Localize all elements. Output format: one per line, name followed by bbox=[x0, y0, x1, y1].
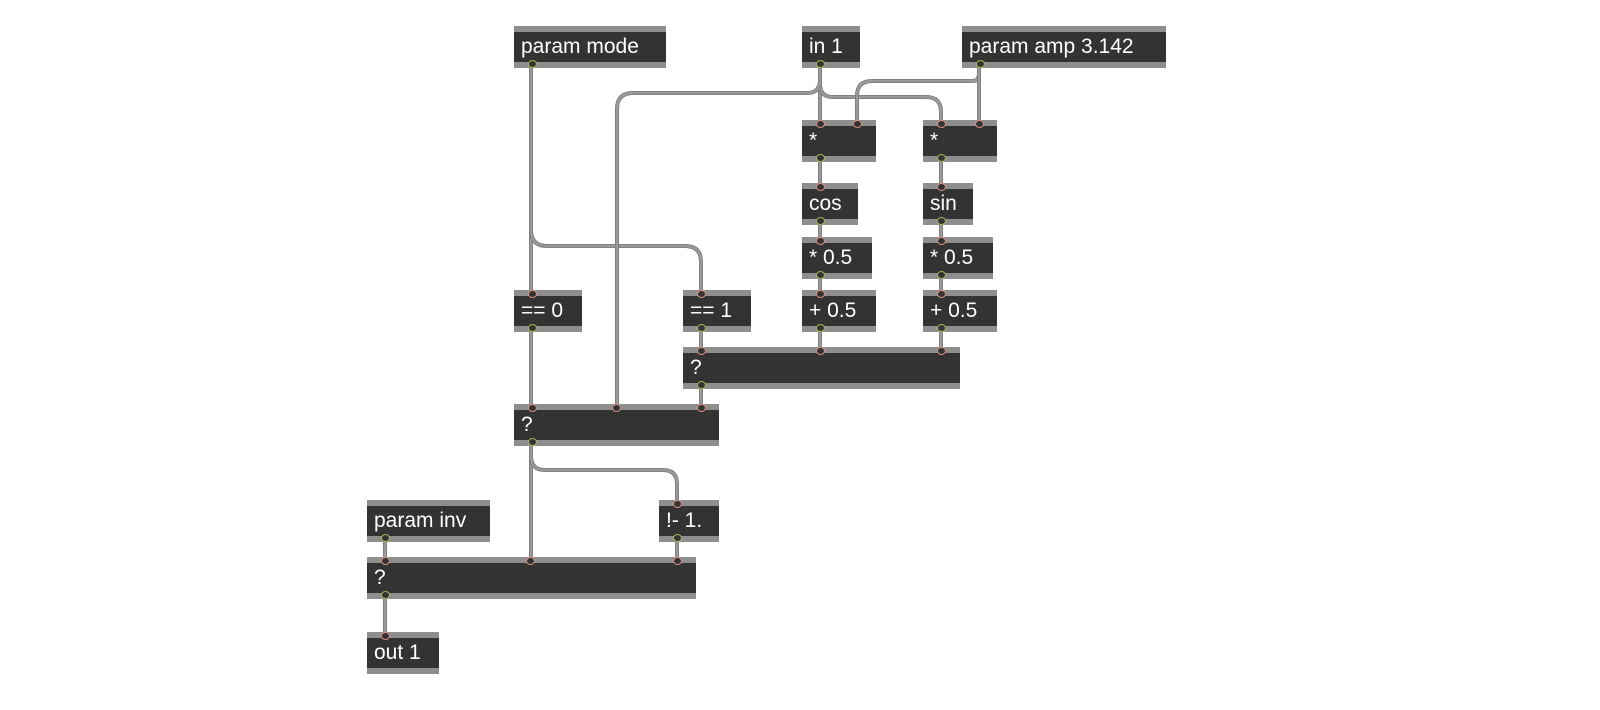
equals-one-object[interactable]: == 1 bbox=[683, 290, 751, 332]
object-text: * 0.5 bbox=[930, 246, 974, 269]
inlet[interactable] bbox=[381, 632, 390, 640]
object-text: out 1 bbox=[374, 641, 421, 664]
outlet[interactable] bbox=[381, 591, 390, 599]
object-text: in 1 bbox=[809, 35, 843, 58]
object-text: * bbox=[809, 129, 818, 152]
inlet-1[interactable] bbox=[381, 557, 390, 565]
cos-object[interactable]: cos bbox=[802, 183, 858, 225]
inlet[interactable] bbox=[697, 290, 706, 298]
inlet[interactable] bbox=[673, 500, 682, 508]
object-text: + 0.5 bbox=[930, 299, 978, 322]
in-1-object[interactable]: in 1 bbox=[802, 26, 860, 68]
select-inv-object[interactable]: ? bbox=[367, 557, 696, 599]
param-mode-object[interactable]: param mode bbox=[514, 26, 666, 68]
param-amp-object[interactable]: param amp 3.142 bbox=[962, 26, 1166, 68]
inlet[interactable] bbox=[937, 290, 946, 298]
inlet-1[interactable] bbox=[697, 347, 706, 355]
inlet-3[interactable] bbox=[673, 557, 682, 565]
multiply-object-sin[interactable]: * bbox=[923, 120, 997, 162]
inlet-right[interactable] bbox=[975, 120, 984, 128]
object-text: param amp 3.142 bbox=[969, 35, 1134, 58]
outlet[interactable] bbox=[697, 324, 706, 332]
inlet-right[interactable] bbox=[853, 120, 862, 128]
inlet-2[interactable] bbox=[612, 404, 621, 412]
patch-cord-highlight bbox=[529, 443, 679, 502]
outlet[interactable] bbox=[816, 271, 825, 279]
inlet[interactable] bbox=[816, 183, 825, 191]
outlet[interactable] bbox=[528, 60, 537, 68]
outlet[interactable] bbox=[528, 438, 537, 446]
outlet[interactable] bbox=[816, 324, 825, 332]
object-text: ? bbox=[374, 566, 386, 589]
outlet[interactable] bbox=[528, 324, 537, 332]
object-text: sin bbox=[930, 192, 957, 215]
object-text: + 0.5 bbox=[809, 299, 857, 322]
out-1-object[interactable]: out 1 bbox=[367, 632, 439, 674]
inlet[interactable] bbox=[937, 183, 946, 191]
inlet[interactable] bbox=[816, 237, 825, 245]
patch-cord[interactable] bbox=[529, 443, 679, 502]
inlet-left[interactable] bbox=[816, 120, 825, 128]
patch-cord-highlight bbox=[855, 65, 981, 122]
sin-offset-object[interactable]: + 0.5 bbox=[923, 290, 997, 332]
object-text: == 0 bbox=[521, 299, 564, 322]
outlet[interactable] bbox=[673, 534, 682, 542]
object-text: param mode bbox=[521, 35, 639, 58]
select-trig-object[interactable]: ? bbox=[683, 347, 960, 389]
object-text: !- 1. bbox=[666, 509, 703, 532]
inlet[interactable] bbox=[528, 290, 537, 298]
select-mode-object[interactable]: ? bbox=[514, 404, 719, 446]
outlet[interactable] bbox=[937, 154, 946, 162]
object-text: == 1 bbox=[690, 299, 733, 322]
outlet[interactable] bbox=[697, 381, 706, 389]
inlet-3[interactable] bbox=[937, 347, 946, 355]
inlet[interactable] bbox=[937, 237, 946, 245]
inlet-2[interactable] bbox=[816, 347, 825, 355]
inlet-1[interactable] bbox=[528, 404, 537, 412]
cos-offset-object[interactable]: + 0.5 bbox=[802, 290, 876, 332]
outlet[interactable] bbox=[937, 271, 946, 279]
invert-object[interactable]: !- 1. bbox=[659, 500, 719, 542]
inlet-left[interactable] bbox=[937, 120, 946, 128]
inlet-2[interactable] bbox=[526, 557, 535, 565]
cos-scale-object[interactable]: * 0.5 bbox=[802, 237, 872, 279]
outlet[interactable] bbox=[937, 324, 946, 332]
equals-zero-object[interactable]: == 0 bbox=[514, 290, 582, 332]
sin-scale-object[interactable]: * 0.5 bbox=[923, 237, 993, 279]
outlet[interactable] bbox=[976, 60, 985, 68]
object-text: * bbox=[930, 129, 939, 152]
inlet[interactable] bbox=[816, 290, 825, 298]
object-text: * 0.5 bbox=[809, 246, 853, 269]
outlet[interactable] bbox=[816, 154, 825, 162]
sin-object[interactable]: sin bbox=[923, 183, 973, 225]
patch-cord[interactable] bbox=[855, 65, 981, 122]
object-text: ? bbox=[690, 356, 702, 379]
multiply-object-cos[interactable]: * bbox=[802, 120, 876, 162]
patch-cord-highlight bbox=[615, 65, 822, 406]
object-text: ? bbox=[521, 413, 533, 436]
patch-cord[interactable] bbox=[818, 65, 943, 122]
object-text: param inv bbox=[374, 509, 467, 532]
outlet[interactable] bbox=[381, 534, 390, 542]
outlet[interactable] bbox=[816, 217, 825, 225]
outlet[interactable] bbox=[816, 60, 825, 68]
outlet[interactable] bbox=[937, 217, 946, 225]
object-text: cos bbox=[809, 192, 842, 215]
patch-cord-highlight bbox=[818, 65, 943, 122]
param-inv-object[interactable]: param inv bbox=[367, 500, 490, 542]
inlet-3[interactable] bbox=[697, 404, 706, 412]
